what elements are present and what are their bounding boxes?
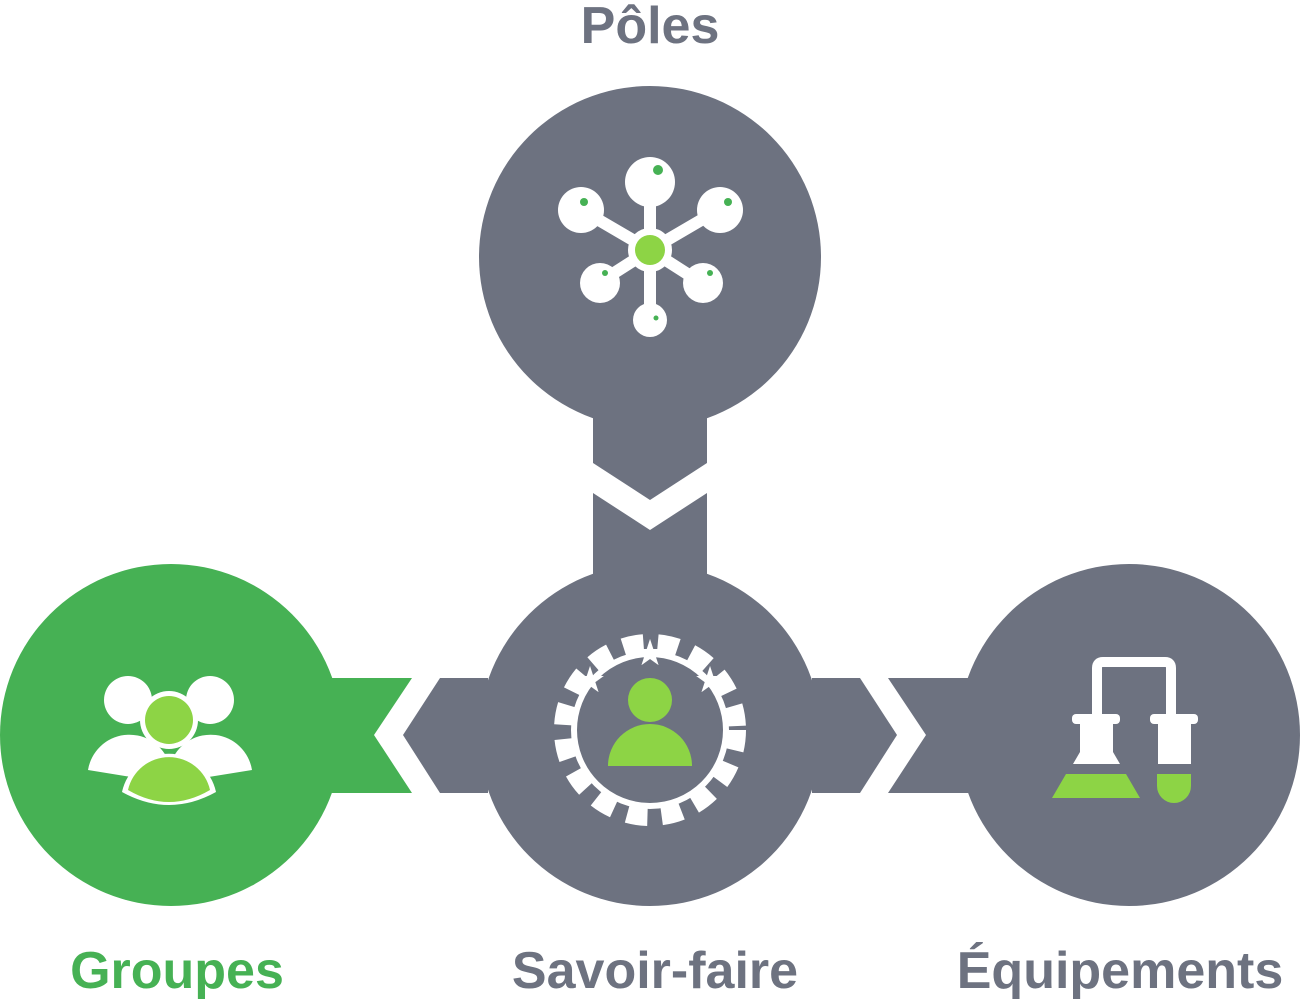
- people-group-icon: [88, 676, 252, 805]
- node-savoir-faire[interactable]: ★ ★ ★: [403, 493, 897, 906]
- lab-flask-tube-icon: [1052, 657, 1198, 803]
- label-equipements: Équipements: [956, 942, 1284, 1000]
- svg-text:★: ★: [634, 632, 666, 673]
- node-poles[interactable]: [479, 86, 821, 500]
- label-poles: Pôles: [580, 0, 720, 55]
- label-savoir-faire: Savoir-faire: [511, 942, 799, 1000]
- label-groupes: Groupes: [70, 942, 284, 1000]
- svg-text:★: ★: [574, 659, 606, 700]
- svg-text:★: ★: [694, 659, 726, 700]
- network-nodes-icon: [558, 157, 743, 337]
- node-equipements[interactable]: [888, 564, 1300, 906]
- node-groupes[interactable]: [0, 564, 412, 906]
- gear-person-stars-icon: ★ ★ ★: [554, 632, 746, 826]
